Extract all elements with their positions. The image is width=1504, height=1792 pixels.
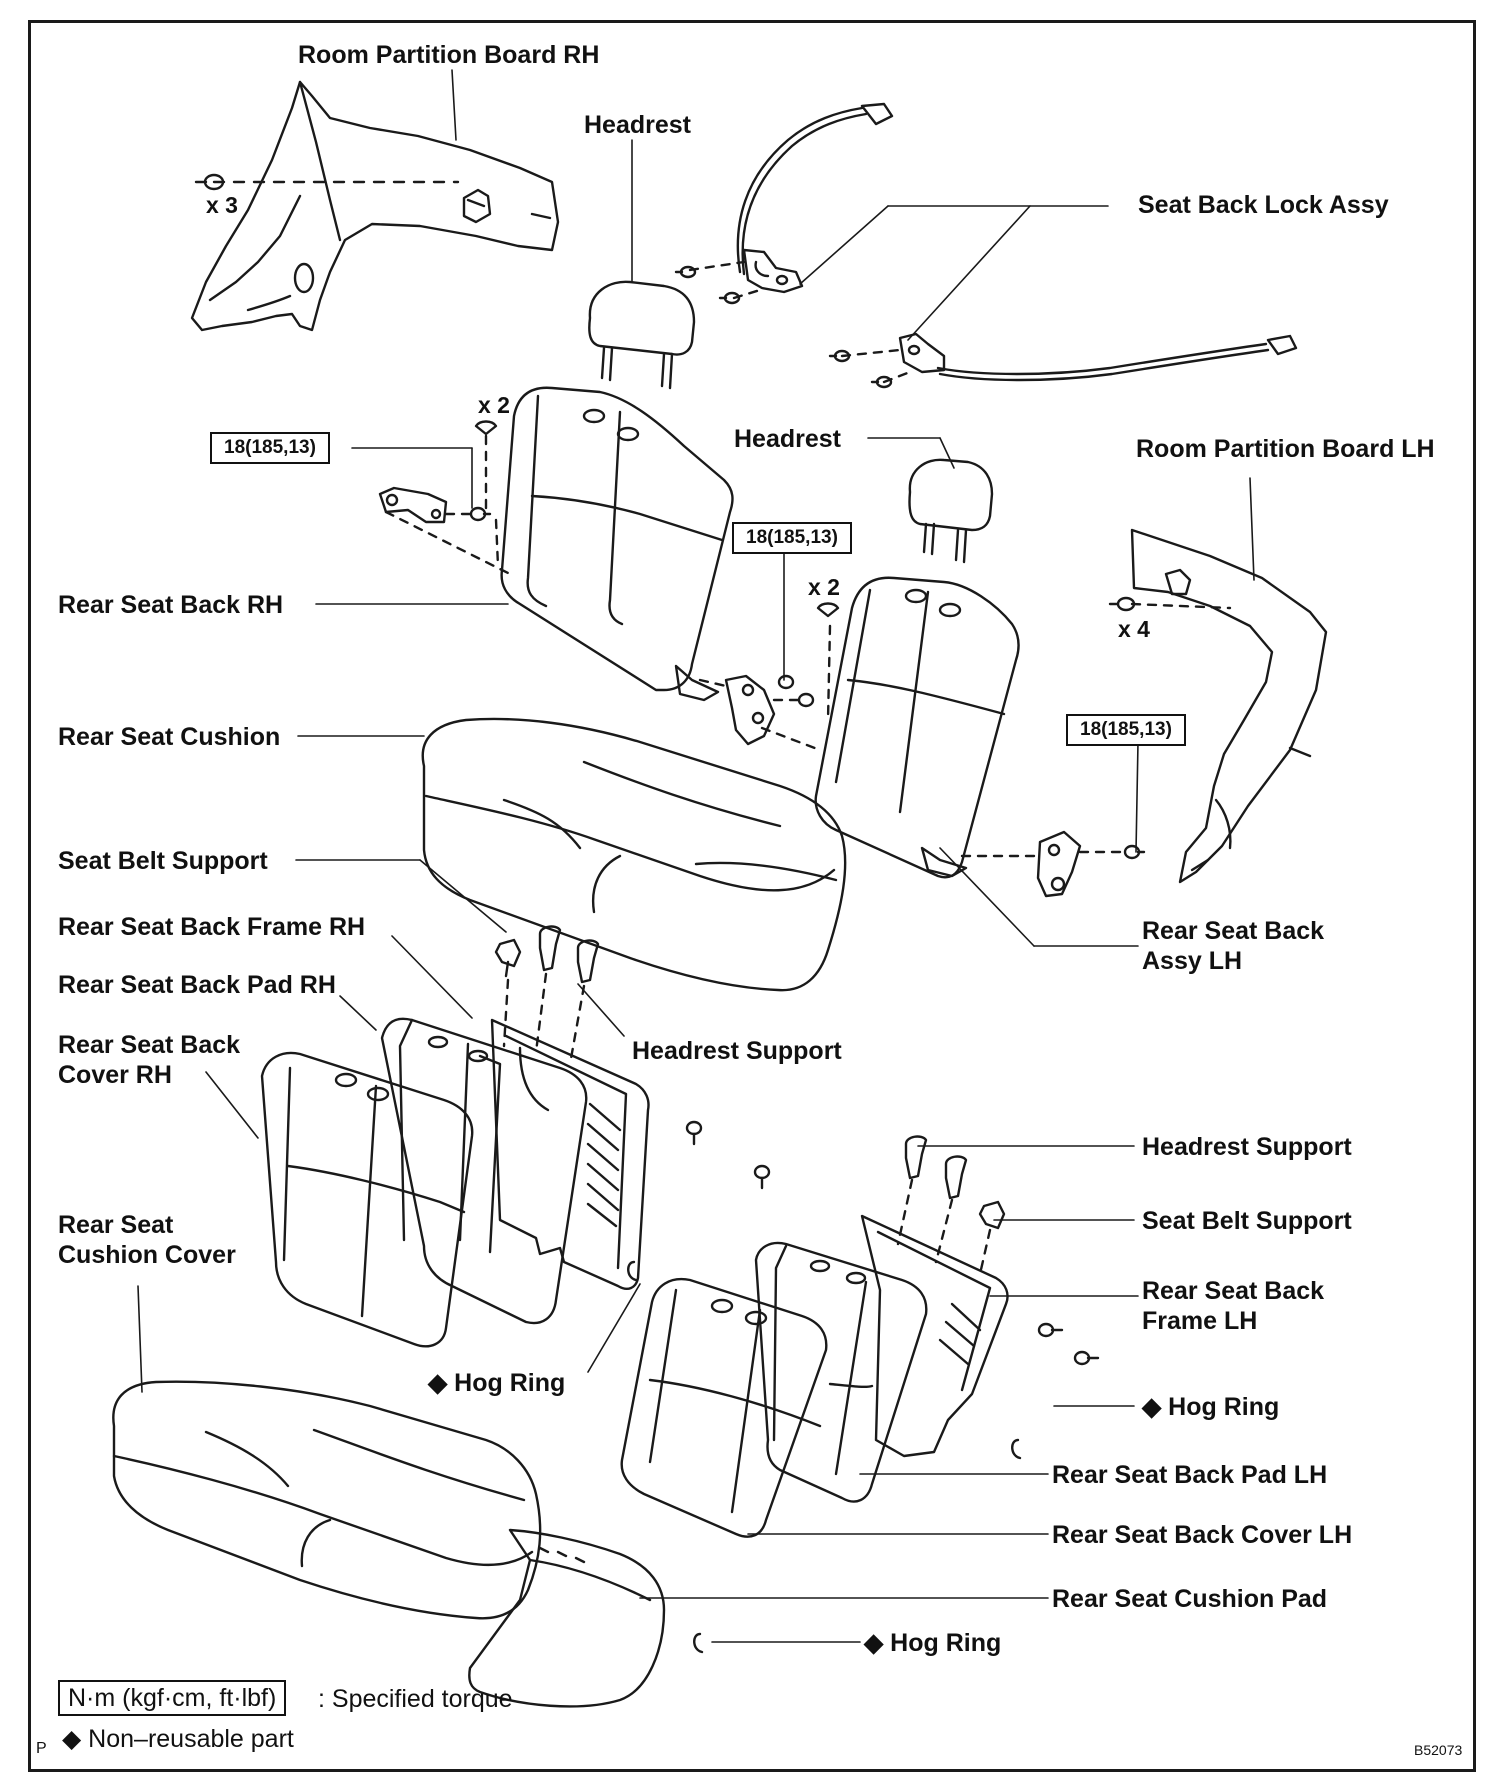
- clip-x3: [194, 173, 225, 191]
- figure-frame: [28, 20, 1476, 1772]
- bolt: [797, 692, 815, 708]
- label-seat-belt-support-right: Seat Belt Support: [1142, 1207, 1352, 1235]
- bolt: [870, 375, 893, 389]
- room-partition-board-lh-part: [1130, 528, 1328, 884]
- rear-seat-back-cover-lh-part: [620, 1277, 828, 1538]
- hinge-rh: [378, 486, 448, 524]
- corner-mark-p: P: [36, 1740, 47, 1757]
- screw: [685, 1120, 703, 1146]
- rear-seat-cushion-part: [421, 717, 847, 992]
- figure-id: B52073: [1414, 1742, 1463, 1758]
- headrest-mid-part: [908, 458, 994, 564]
- seat-back-lock-upper: [736, 102, 894, 294]
- rear-seat-back-pad-lh-part: [754, 1241, 928, 1503]
- clip-x4: [1108, 596, 1136, 612]
- label-rear-seat-back-cover-lh: Rear Seat Back Cover LH: [1052, 1521, 1353, 1549]
- legend-torque-description: : Specified torque: [318, 1685, 513, 1713]
- leader-lines: [137, 69, 1255, 1643]
- rear-seat-back-rh-part: [500, 386, 734, 702]
- screw: [1037, 1322, 1064, 1338]
- label-rear-seat-back-pad-lh: Rear Seat Back Pad LH: [1052, 1461, 1328, 1489]
- quantity-x2-mid: x 2: [808, 574, 840, 600]
- hog-ring-left-part: [627, 1260, 638, 1282]
- legend-torque-unit-box: N·m (kgf·cm, ft·lbf): [58, 1680, 287, 1716]
- label-rear-seat-back-frame-lh: Rear Seat Back Frame LH: [1142, 1277, 1325, 1335]
- dash-line: [1130, 602, 1232, 610]
- rear-seat-cushion-pad-part: [468, 1528, 666, 1708]
- headrest-support-right-part: [904, 1135, 968, 1200]
- label-rear-seat-back-cover-rh: Rear Seat Back Cover RH: [58, 1031, 241, 1089]
- bolt: [828, 349, 851, 363]
- torque-box-lh: 18(185,13): [1066, 714, 1186, 746]
- rear-seat-back-frame-lh-part: [860, 1214, 1009, 1458]
- dash-line: [502, 978, 510, 1048]
- label-hog-ring-bottom: ◆ Hog Ring: [864, 1629, 1002, 1657]
- dash-line: [826, 624, 832, 722]
- dash-line: [494, 518, 500, 568]
- label-room-partition-board-lh: Room Partition Board LH: [1136, 435, 1435, 463]
- bolt: [718, 291, 741, 305]
- label-rear-seat-cushion-pad: Rear Seat Cushion Pad: [1052, 1585, 1328, 1613]
- rear-seat-cushion-cover-part: [112, 1380, 542, 1620]
- dash-line: [688, 260, 746, 272]
- room-partition-board-rh-part: [190, 80, 560, 332]
- quantity-x3: x 3: [206, 192, 238, 218]
- label-headrest-support-top: Headrest Support: [632, 1037, 842, 1065]
- hog-ring-bottom-part: [693, 1632, 704, 1654]
- rear-seat-back-pad-rh-part: [380, 1017, 588, 1325]
- dash-line: [698, 678, 728, 688]
- label-seat-back-lock-assy: Seat Back Lock Assy: [1138, 191, 1389, 219]
- bolt: [1123, 844, 1146, 860]
- rear-seat-back-cover-rh-part: [260, 1051, 474, 1348]
- headrest-support-top-part: [538, 925, 600, 984]
- dash-line: [760, 726, 822, 752]
- dash-line: [978, 1228, 992, 1276]
- headrest-top-part: [588, 280, 696, 390]
- torque-box-centre: 18(185,13): [732, 522, 852, 554]
- bolt: [674, 265, 697, 279]
- dash-line: [882, 370, 912, 384]
- seat-belt-support-top-part: [494, 938, 522, 978]
- clip-x2-left: [474, 420, 498, 436]
- label-rear-seat-back-assy-lh: Rear Seat Back Assy LH: [1142, 917, 1325, 975]
- label-rear-seat-back-frame-rh: Rear Seat Back Frame RH: [58, 913, 366, 941]
- label-room-partition-board-rh: Room Partition Board RH: [298, 41, 600, 69]
- label-headrest-support-right: Headrest Support: [1142, 1133, 1352, 1161]
- seat-belt-support-right-part: [978, 1200, 1006, 1230]
- dash-line: [840, 348, 902, 358]
- label-rear-seat-cushion-cover: Rear Seat Cushion Cover: [58, 1211, 236, 1269]
- label-hog-ring-right: ◆ Hog Ring: [1142, 1393, 1280, 1421]
- torque-box-rh: 18(185,13): [210, 432, 330, 464]
- screw: [1073, 1350, 1100, 1366]
- quantity-x4: x 4: [1118, 616, 1150, 642]
- label-hog-ring-left: ◆ Hog Ring: [428, 1369, 566, 1397]
- label-seat-belt-support-top: Seat Belt Support: [58, 847, 268, 875]
- hinge-lh: [1036, 830, 1082, 898]
- label-headrest-mid: Headrest: [734, 425, 841, 453]
- bolt: [469, 506, 492, 522]
- label-rear-seat-back-rh: Rear Seat Back RH: [58, 591, 284, 619]
- hog-ring-right-part: [1011, 1438, 1022, 1460]
- seat-back-lock-lower: [898, 332, 1298, 382]
- bolt: [777, 674, 795, 690]
- hinge-centre: [724, 674, 776, 746]
- legend-non-reusable: ◆ Non–reusable part: [62, 1725, 294, 1753]
- dash-line: [568, 984, 586, 1066]
- rear-seat-back-assy-lh-part: [814, 576, 1020, 879]
- label-rear-seat-cushion: Rear Seat Cushion: [58, 723, 281, 751]
- label-rear-seat-back-pad-rh: Rear Seat Back Pad RH: [58, 971, 336, 999]
- rear-seat-back-frame-rh-part: [490, 1018, 650, 1290]
- screw: [753, 1164, 771, 1190]
- clip-x2-mid: [816, 602, 840, 618]
- label-headrest-top: Headrest: [584, 111, 691, 139]
- quantity-x2-left: x 2: [478, 392, 510, 418]
- dash-line: [384, 510, 512, 576]
